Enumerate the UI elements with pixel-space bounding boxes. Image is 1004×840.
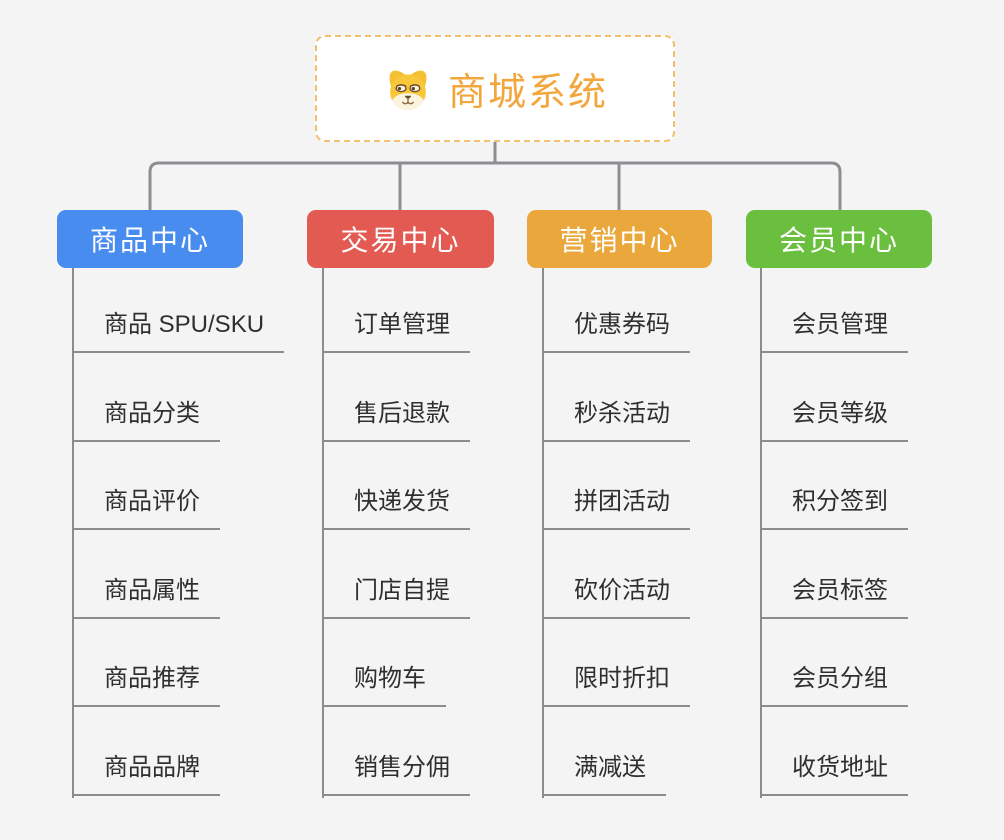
leaf-node[interactable]: 满减送 [542,751,666,796]
root-node[interactable]: 商城系统 [315,35,675,142]
leaf-node[interactable]: 售后退款 [322,397,470,442]
branch-node-member-center[interactable]: 会员中心 [746,210,932,268]
leaf-node[interactable]: 门店自提 [322,574,470,619]
leaf-node[interactable]: 积分签到 [760,485,908,530]
branch-list-product-center: 商品 SPU/SKU 商品分类 商品评价 商品属性 商品推荐 商品品牌 [72,268,312,800]
leaf-node[interactable]: 会员等级 [760,397,908,442]
branch-rail-line [148,161,842,210]
leaf-node[interactable]: 销售分佣 [322,751,470,796]
branch-node-product-center[interactable]: 商品中心 [57,210,243,268]
leaf-node[interactable]: 快递发货 [322,485,470,530]
leaf-node[interactable]: 购物车 [322,662,446,707]
branch-column-line [760,268,762,798]
branch-column-line [72,268,74,798]
branch-list-marketing-center: 优惠券码 秒杀活动 拼团活动 砍价活动 限时折扣 满减送 [542,268,782,800]
branch-column-line [542,268,544,798]
leaf-node[interactable]: 拼团活动 [542,485,690,530]
branch-node-trade-center[interactable]: 交易中心 [307,210,494,268]
leaf-node[interactable]: 商品品牌 [72,751,220,796]
leaf-node[interactable]: 商品推荐 [72,662,220,707]
leaf-node[interactable]: 商品属性 [72,574,220,619]
leaf-node[interactable]: 订单管理 [322,308,470,353]
root-label: 商城系统 [447,72,608,114]
leaf-node[interactable]: 秒杀活动 [542,397,690,442]
leaf-node[interactable]: 收货地址 [760,751,908,796]
leaf-node[interactable]: 会员标签 [760,574,908,619]
leaf-node[interactable]: 商品分类 [72,397,220,442]
leaf-node[interactable]: 限时折扣 [542,662,690,707]
leaf-node[interactable]: 砍价活动 [542,574,690,619]
leaf-node[interactable]: 会员分组 [760,662,908,707]
leaf-node[interactable]: 商品评价 [72,485,220,530]
branch-list-member-center: 会员管理 会员等级 积分签到 会员标签 会员分组 收货地址 [760,268,1000,800]
branch-column-line [322,268,324,798]
branch-node-marketing-center[interactable]: 营销中心 [527,210,712,268]
leaf-node[interactable]: 优惠券码 [542,308,690,353]
branch-list-trade-center: 订单管理 售后退款 快递发货 门店自提 购物车 销售分佣 [322,268,562,800]
leaf-node[interactable]: 会员管理 [760,308,908,353]
leaf-node[interactable]: 商品 SPU/SKU [72,308,285,353]
dog-face-icon [389,70,427,110]
